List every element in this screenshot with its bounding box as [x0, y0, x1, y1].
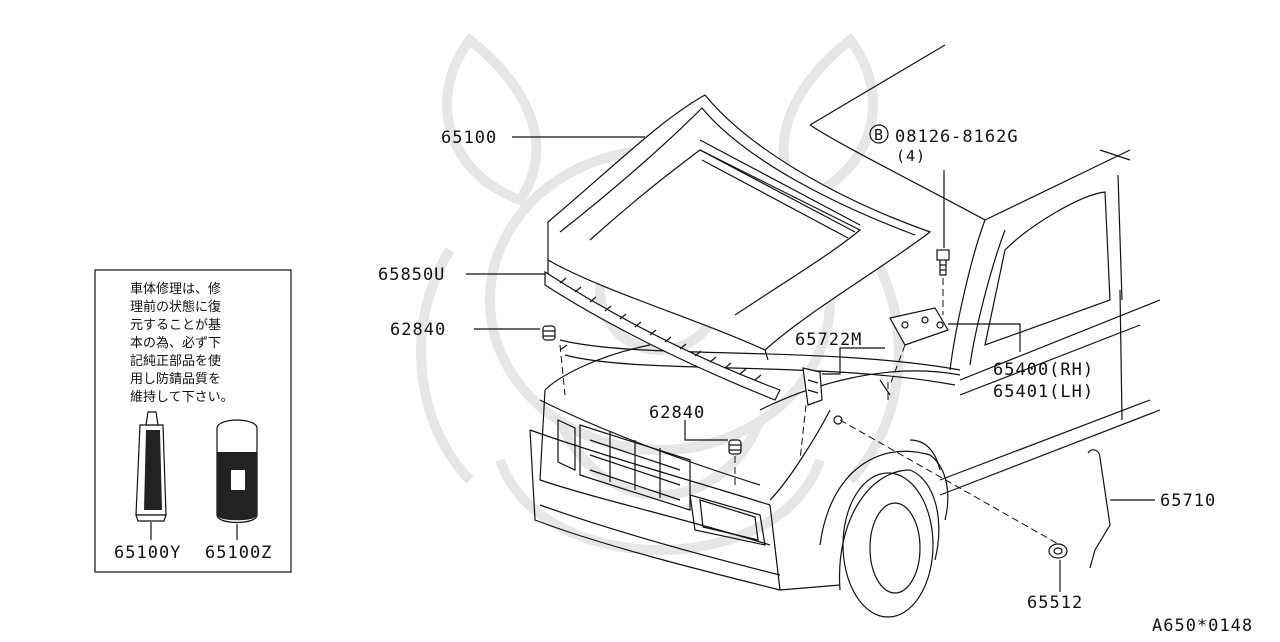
- note-line-4: 本の為、必ず下: [130, 335, 221, 351]
- hinge-bolt: [936, 249, 950, 315]
- label-bolt-marker: B: [874, 126, 884, 144]
- label-hood-rod: 65710: [1160, 491, 1216, 511]
- label-bumper-upper: 62840: [390, 320, 446, 340]
- paint-spray-can-icon: [216, 419, 258, 540]
- hood-panel: [547, 94, 932, 361]
- label-sealant: 65100Y: [114, 543, 181, 563]
- hood-hinge: [889, 307, 949, 386]
- label-bolt-qty: (4): [896, 147, 926, 165]
- truck-body: [529, 44, 1161, 618]
- label-bumper-lower: 62840: [649, 403, 705, 423]
- label-hinge-lh: 65401(LH): [993, 382, 1094, 402]
- note-line-6: 用し防錆品質を: [130, 371, 221, 387]
- rod-clip: [1048, 543, 1068, 559]
- sealant-tube-icon: [135, 411, 167, 540]
- note-line-2: 理前の状態に復: [130, 299, 221, 315]
- bumper-rubber-upper: [542, 325, 568, 396]
- bumper-rubber-lower: [728, 439, 742, 485]
- label-paint: 65100Z: [205, 543, 272, 563]
- repair-note-box: 車体修理は、修 理前の状態に復 元することが基 本の為、必ず下 記純正部品を使 …: [94, 269, 292, 573]
- note-line-3: 元することが基: [130, 318, 221, 333]
- hood-lock: [799, 367, 823, 461]
- note-line-7: 維持して下さい。: [130, 390, 234, 405]
- label-bolt: 08126-8162G: [895, 127, 1019, 147]
- note-line-5: 記純正部品を使: [130, 353, 221, 369]
- hood-support-rod: [833, 415, 1111, 569]
- label-rod-clip: 65512: [1027, 593, 1083, 613]
- hood-seal: [544, 270, 781, 401]
- label-hood: 65100: [441, 128, 497, 148]
- label-hinge-rh: 65400(RH): [993, 360, 1094, 380]
- leader-lines: [466, 136, 1155, 592]
- label-hood-seal: 65850U: [378, 265, 445, 285]
- diagram-code: A650*0148: [1152, 616, 1253, 636]
- note-line-1: 車体修理は、修: [130, 282, 221, 297]
- label-hood-lock: 65722M: [795, 330, 862, 350]
- bolt-marker-circle: [869, 124, 889, 144]
